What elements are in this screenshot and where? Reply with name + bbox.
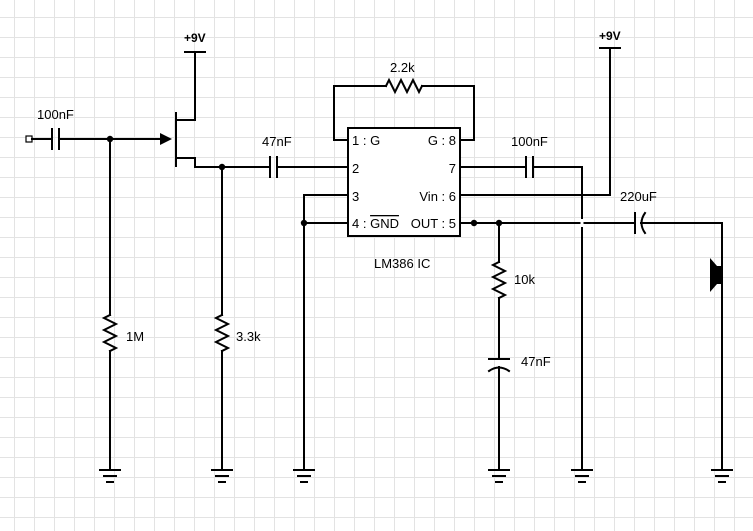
coupling-capacitor-label: 47nF: [262, 134, 292, 149]
output-junction-1: [470, 219, 478, 227]
ground-icon-4: [488, 469, 510, 483]
gate-arrow: [160, 133, 172, 145]
zobel-capacitor-label: 47nF: [521, 354, 551, 369]
ic-pin-5-label: OUT : 5: [411, 216, 456, 231]
ic-pin-1-label: 1 : G: [352, 133, 380, 148]
jfet-transistor: [175, 53, 196, 168]
ic-name-label: LM386 IC: [374, 256, 430, 271]
gate-resistor-label: 1M: [126, 329, 144, 344]
pin3-pin4-ground-wire: [303, 194, 349, 471]
ic-pin-2-label: 2: [352, 161, 359, 176]
ic-pin-8-label: G : 8: [428, 133, 456, 148]
input-capacitor: [51, 128, 111, 150]
input-terminal: [25, 135, 53, 143]
speaker-icon: [710, 258, 723, 471]
lm386-chip: [347, 127, 461, 237]
ground-junction-ic: [300, 219, 308, 227]
ic-pin-6-label: Vin : 6: [419, 189, 456, 204]
input-capacitor-label: 100nF: [37, 107, 74, 122]
power-label-left: +9V: [184, 31, 206, 45]
feedback-resistor: [333, 77, 475, 141]
source-resistor-label: 3.3k: [236, 329, 261, 344]
ground-icon-6: [711, 469, 733, 483]
ground-icon-1: [99, 469, 121, 483]
zobel-resistor-label: 10k: [514, 272, 535, 287]
source-resistor: [213, 166, 231, 471]
output-capacitor: [634, 211, 723, 263]
power-label-right: +9V: [599, 29, 621, 43]
output-capacitor-label: 220uF: [620, 189, 657, 204]
zobel-capacitor: [487, 358, 511, 471]
ic-pin-3-label: 3: [352, 189, 359, 204]
feedback-resistor-label: 2.2k: [390, 60, 415, 75]
coupling-capacitor: [269, 156, 349, 178]
ground-icon-3: [293, 469, 315, 483]
ground-icon-2: [211, 469, 233, 483]
bypass-capacitor-label: 100nF: [511, 134, 548, 149]
ic-pin-7-label: 7: [449, 161, 456, 176]
vin-supply-wire: [459, 47, 611, 196]
gate-resistor: [101, 138, 119, 471]
bypass-capacitor: [459, 156, 583, 471]
ic-pin-4-label: 4 : GND: [352, 216, 399, 231]
ground-icon-5: [571, 469, 593, 483]
zobel-resistor: [490, 222, 508, 360]
